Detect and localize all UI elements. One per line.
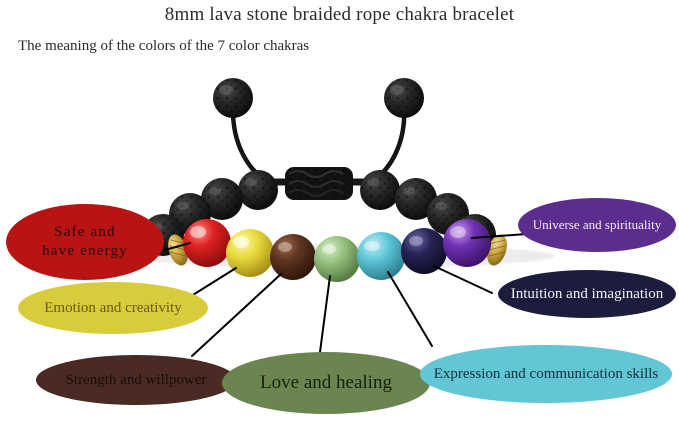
chakra-bead-root bbox=[183, 219, 231, 267]
chakra-bead-third-eye bbox=[401, 228, 447, 274]
chakra-label-root-line2: have energy bbox=[42, 243, 128, 259]
gold-spacer-right bbox=[487, 234, 507, 266]
chakra-label-solar-plexus-text: Strength and willpower bbox=[65, 371, 207, 388]
chakra-bead-heart bbox=[314, 236, 360, 282]
chakra-bead-crown bbox=[443, 219, 491, 267]
chakra-label-third-eye[interactable]: Intuition and imagination bbox=[498, 270, 676, 318]
page-subtitle: The meaning of the colors of the 7 color… bbox=[18, 38, 310, 54]
chakra-label-sacral-text: Emotion and creativity bbox=[44, 299, 182, 316]
chakra-label-sacral[interactable]: Emotion and creativity bbox=[18, 282, 208, 334]
chakra-label-throat-text: Expression and communication skills bbox=[433, 365, 659, 382]
chakra-label-heart-text: Love and healing bbox=[260, 372, 392, 394]
chakra-bead-solar-plexus bbox=[270, 234, 316, 280]
chakra-label-third-eye-text: Intuition and imagination bbox=[510, 285, 664, 302]
chakra-label-root[interactable]: Safe and have energy bbox=[6, 204, 164, 280]
chakra-label-solar-plexus[interactable]: Strength and willpower bbox=[36, 355, 236, 405]
chakra-label-crown-text: Universe and spirituality bbox=[532, 216, 662, 232]
chakra-bead-throat bbox=[357, 232, 405, 280]
page-title: 8mm lava stone braided rope chakra brace… bbox=[164, 4, 515, 25]
chakra-bead-sacral bbox=[226, 229, 274, 277]
chakra-label-root-line1: Safe and bbox=[54, 224, 116, 241]
rope-closure bbox=[213, 78, 424, 200]
chakra-label-throat[interactable]: Expression and communication skills bbox=[420, 345, 672, 403]
chakra-label-crown[interactable]: Universe and spirituality bbox=[518, 198, 676, 252]
chakra-label-heart[interactable]: Love and healing bbox=[222, 352, 430, 414]
